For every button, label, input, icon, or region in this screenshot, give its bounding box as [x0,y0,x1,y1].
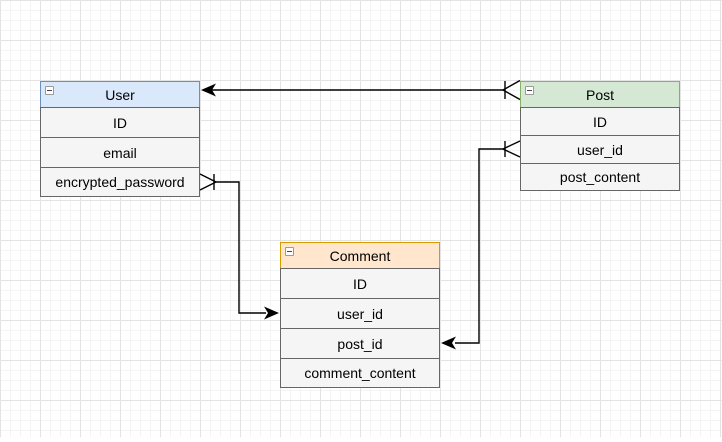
field-label: post_content [559,169,641,185]
collapse-toggle-icon[interactable] [525,86,534,95]
arrowhead-icon [441,336,456,350]
field-row-post-user-id[interactable]: user_id [520,135,680,163]
field-row-user-id[interactable]: ID [40,107,200,137]
edge-line [455,148,503,344]
field-label: ID [113,114,127,131]
field-row-post-id[interactable]: ID [520,107,680,135]
entity-table-user[interactable]: User ID email encrypted_password [40,81,200,197]
field-label: comment_content [304,365,416,381]
relation-post-comment-edge[interactable] [441,140,521,350]
arrowhead-icon [201,83,216,97]
field-row-comment-id[interactable]: ID [280,268,440,298]
collapse-toggle-icon[interactable] [285,247,294,256]
field-row-comment-post-id[interactable]: post_id [280,328,440,358]
arrowhead-icon [264,306,279,320]
field-label: user_id [577,141,623,158]
crowfoot-one-or-many-icon [199,173,217,191]
field-row-post-content[interactable]: post_content [520,163,680,191]
entity-header-comment[interactable]: Comment [280,242,440,268]
field-label: ID [593,113,607,130]
entity-table-post[interactable]: Post ID user_id post_content [520,81,680,191]
field-row-comment-user-id[interactable]: user_id [280,298,440,328]
collapse-toggle-icon[interactable] [45,86,54,95]
field-label: ID [353,275,367,292]
entity-title-comment: Comment [329,247,391,264]
field-label: post_id [337,335,383,352]
entity-title-post: Post [585,86,614,103]
field-label: encrypted_password [55,174,185,190]
entity-table-comment[interactable]: Comment ID user_id post_id comment_conte… [280,242,440,388]
crowfoot-one-or-many-icon [502,140,521,158]
field-row-user-encrypted-password[interactable]: encrypted_password [40,167,200,197]
crowfoot-one-or-many-icon [502,79,521,101]
field-label: email [103,144,137,161]
entity-title-user: User [105,86,135,103]
field-row-user-email[interactable]: email [40,137,200,167]
relation-post-user-edge[interactable] [201,79,521,101]
field-row-comment-content[interactable]: comment_content [280,358,440,388]
entity-header-post[interactable]: Post [520,81,680,107]
page-boundary [0,437,722,442]
field-label: user_id [337,305,383,322]
relation-user-comment-edge[interactable] [199,173,279,320]
edge-line [216,181,266,314]
entity-header-user[interactable]: User [40,81,200,107]
